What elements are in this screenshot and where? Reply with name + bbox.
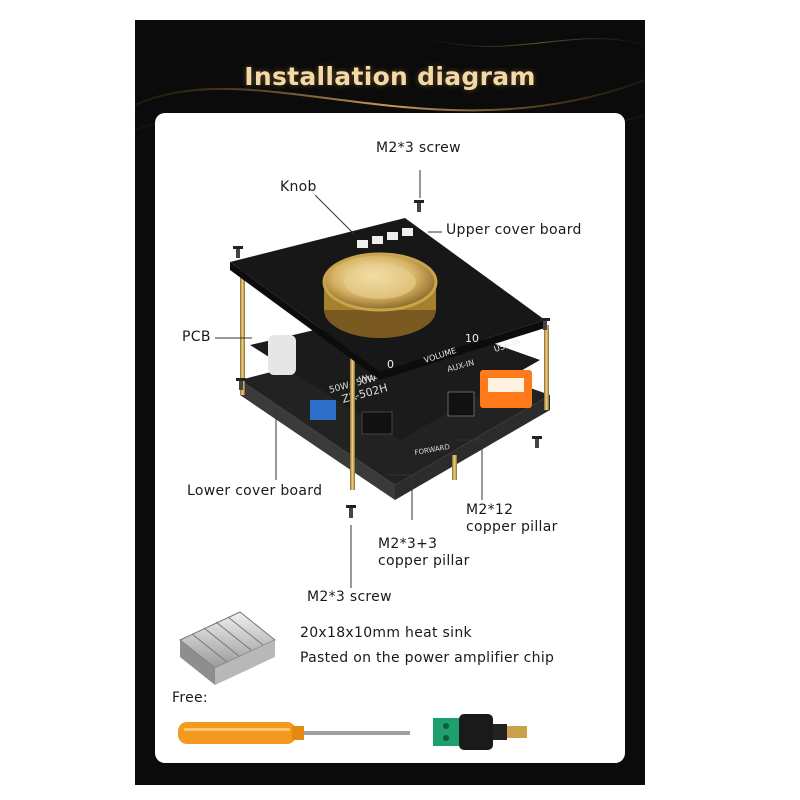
heat-sink [179,611,276,685]
screw-icon [233,246,243,258]
label-upper-cover: Upper cover board [446,222,582,238]
screwdriver-icon [178,722,410,744]
label-m2x3x3-copper: copper pillar [378,553,470,569]
scale-max-text: 10 [465,332,479,345]
label-free: Free: [172,690,208,706]
label-bottom-screw: M2*3 screw [307,589,392,605]
label-m2x3x3: M2*3+3 [378,536,438,552]
leader-lines [215,170,483,588]
upper-cover-board: 0 10 VOLUME USB-IN [230,218,545,380]
gold-swirl-line [434,38,645,47]
label-heat-sink-note: Pasted on the power amplifier chip [300,650,555,666]
screw-icon [532,436,542,448]
capacitor [268,335,296,375]
screw-icon [414,200,424,212]
label-top-screw: M2*3 screw [376,140,461,156]
scale-min-text: 0 [387,358,394,371]
label-m2x12: M2*12 [466,502,514,518]
screws [233,200,550,518]
label-lower-cover: Lower cover board [187,483,323,499]
page-title: Installation diagram [244,62,536,91]
gold-swirl-line [135,79,645,112]
dc-connector-icon [433,714,527,750]
screw-icon [540,318,550,330]
label-m2x12-copper: copper pillar [466,519,558,535]
bluetooth-module [310,400,336,420]
copper-pillars [240,265,549,490]
screw-icon [236,378,246,390]
label-pcb: PCB [182,329,211,345]
label-heat-sink: 20x18x10mm heat sink [300,625,472,641]
screw-icon [346,505,356,518]
knob [322,252,438,338]
label-knob: Knob [280,179,317,195]
